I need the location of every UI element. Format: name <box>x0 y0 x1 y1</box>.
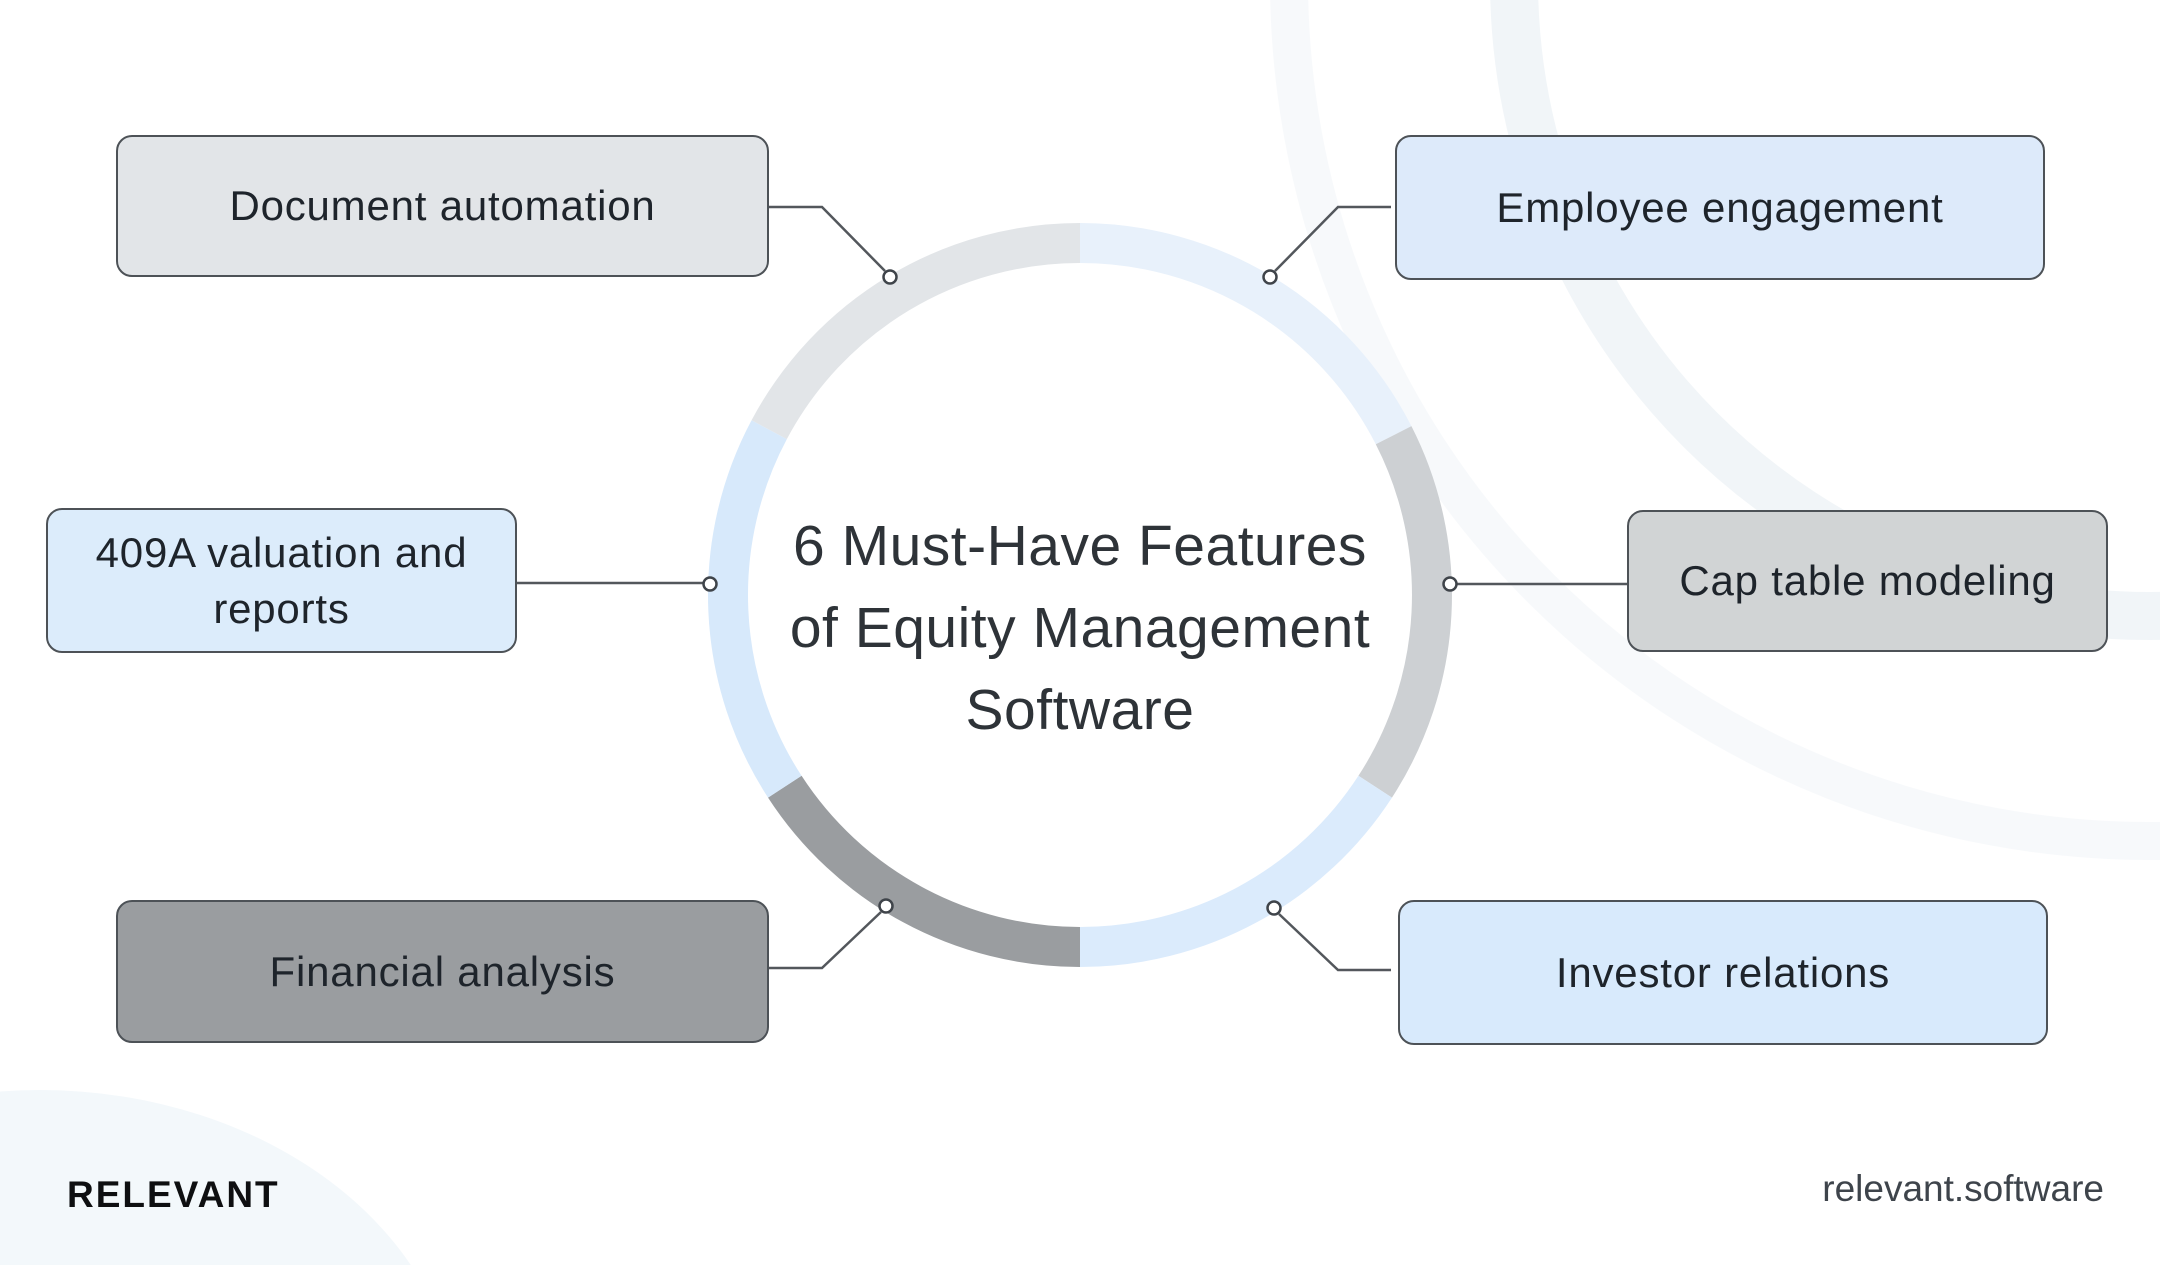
connector-dot-investor-relations <box>1266 900 1282 916</box>
title-line-3: Software <box>965 678 1195 742</box>
connector-dot-cap-table-modeling <box>1442 576 1458 592</box>
ring-segment-right <box>1358 426 1452 798</box>
connector-dot-employee-engagement <box>1262 269 1278 285</box>
diagram-title: 6 Must-Have Features of Equity Managemen… <box>760 505 1400 751</box>
feature-box-employee-engagement: Employee engagement <box>1395 135 2045 280</box>
connector-dot-financial-analysis <box>878 898 894 914</box>
title-line-2: of Equity Management <box>789 596 1371 660</box>
ring-segment-bottom-left <box>768 775 1081 967</box>
ring-segment-left <box>707 420 802 798</box>
feature-label: Document automation <box>229 182 656 229</box>
connector-dot-document-automation <box>882 269 898 285</box>
ring-segment-top-left <box>751 223 1081 440</box>
feature-box-investor-relations: Investor relations <box>1398 900 2048 1045</box>
feature-box-cap-table-modeling: Cap table modeling <box>1627 510 2108 652</box>
feature-box-document-automation: Document automation <box>116 135 769 277</box>
connector-financial-analysis <box>769 911 882 970</box>
title-line-1: 6 Must-Have Features <box>793 514 1367 578</box>
feature-label: Cap table modeling <box>1679 557 2056 604</box>
feature-label: Financial analysis <box>269 947 616 995</box>
segmented-ring <box>707 223 1452 967</box>
feature-box-financial-analysis: Financial analysis <box>116 900 769 1043</box>
connector-document-automation <box>769 205 886 272</box>
feature-label: Investor relations <box>1555 948 1891 996</box>
feature-box-409a-valuation-and-reports: 409A valuation and reports <box>46 508 517 653</box>
feature-label: 409A valuation and reports <box>95 528 468 632</box>
brand-logo: RELEVANT <box>67 1174 280 1215</box>
website-text: relevant.software <box>1822 1168 2104 1209</box>
connector-dot-409a-valuation <box>702 576 718 592</box>
feature-label: Employee engagement <box>1496 183 1944 231</box>
ring-segment-bottom-right <box>1079 775 1392 967</box>
connector-investor-relations <box>1278 913 1391 972</box>
connector-employee-engagement <box>1274 205 1391 272</box>
ring-segment-top-right <box>1079 223 1412 445</box>
